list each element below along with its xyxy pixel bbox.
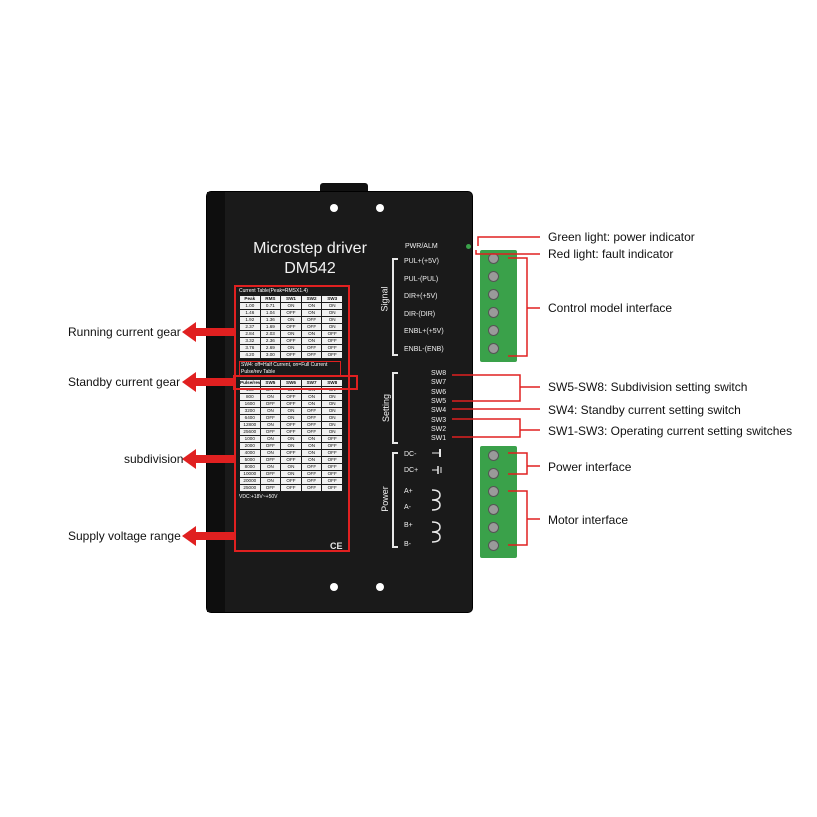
switch-label: SW5 xyxy=(431,397,447,405)
power-pin-label: A+ xyxy=(404,488,413,495)
switch-label: SW1 xyxy=(431,435,447,443)
signal-terminal-screw-icon[interactable] xyxy=(488,271,499,282)
power-terminal-block xyxy=(480,446,517,558)
arrow-standby-icon xyxy=(182,372,236,392)
arrow-supply-icon xyxy=(182,526,236,546)
power-terminal-screw-icon[interactable] xyxy=(488,468,499,479)
mount-hole-top-left xyxy=(330,204,338,212)
switch-label: SW8 xyxy=(431,370,447,377)
coil-b-icon xyxy=(431,521,441,543)
ann-power-interface: Power interface xyxy=(548,460,632,474)
power-pin-label: B+ xyxy=(404,522,413,529)
mount-hole-top-right xyxy=(376,204,384,212)
signal-terminal-block xyxy=(480,250,517,362)
power-terminal-screw-icon[interactable] xyxy=(488,540,499,551)
pwr-alm-label: PWR/ALM xyxy=(405,243,438,250)
power-terminal-screw-icon[interactable] xyxy=(488,504,499,515)
power-pin-label: A- xyxy=(404,504,411,511)
driver-title: Microstep driver xyxy=(253,240,367,257)
mount-hole-bottom-right xyxy=(376,583,384,591)
mount-hole-bottom-left xyxy=(330,583,338,591)
signal-pin-label: DIR-(DIR) xyxy=(404,310,436,318)
arrow-running-icon xyxy=(182,322,236,342)
left-arrows xyxy=(182,322,236,546)
ann-green-light: Green light: power indicator xyxy=(548,230,695,244)
power-pin-label: B- xyxy=(404,541,411,548)
power-terminal-screw-icon[interactable] xyxy=(488,486,499,497)
signal-pin-label: PUL-(PUL) xyxy=(404,275,439,283)
dc-symbols xyxy=(432,449,442,474)
ann-red-light: Red light: fault indicator xyxy=(548,247,674,261)
ann-control-interface: Control model interface xyxy=(548,301,673,315)
power-led xyxy=(466,244,471,249)
power-terminal-screw-icon[interactable] xyxy=(488,522,499,533)
power-bracket xyxy=(392,452,398,548)
ann-standby-current: Standby current gear xyxy=(68,375,181,389)
signal-pin-label: DIR+(+5V) xyxy=(404,293,438,301)
power-terminal-screw-icon[interactable] xyxy=(488,450,499,461)
signal-pin-label: PUL+(+5V) xyxy=(404,258,440,265)
ann-running-current: Running current gear xyxy=(68,325,181,339)
setting-bracket xyxy=(392,372,398,444)
arrow-subdivision-icon xyxy=(182,449,236,469)
switch-label: SW2 xyxy=(431,425,447,433)
ce-mark: CE xyxy=(330,541,343,551)
ann-subdivision: subdivision xyxy=(124,452,184,466)
signal-pin-label: ENBL-(ENB) xyxy=(404,346,444,353)
pulse-table-cell: OFF xyxy=(321,484,343,492)
switch-label: SW4 xyxy=(431,407,447,415)
signal-terminal-screw-icon[interactable] xyxy=(488,343,499,354)
ann-supply-voltage: Supply voltage range xyxy=(68,529,181,543)
switch-label: SW7 xyxy=(431,379,447,387)
motor-coil-symbols xyxy=(431,489,441,543)
switch-label: SW3 xyxy=(431,416,447,424)
switch-label: SW6 xyxy=(431,388,447,396)
power-pin-label: DC- xyxy=(404,451,417,458)
vdc-range: VDC:+18V~+50V xyxy=(239,494,278,500)
signal-terminal-screw-icon[interactable] xyxy=(488,307,499,318)
driver-model: DM542 xyxy=(284,260,336,277)
ann-sw5-sw8: SW5-SW8: Subdivision setting switch xyxy=(548,380,748,394)
ann-motor-interface: Motor interface xyxy=(548,513,629,527)
signal-terminal-screw-icon[interactable] xyxy=(488,325,499,336)
current-table-caption: Current Table(Peak=RMSX1.4) xyxy=(239,288,308,294)
ann-sw1-sw3: SW1-SW3: Operating current setting switc… xyxy=(548,424,793,438)
pulse-table-caption: Pulse/rev Table xyxy=(241,369,276,375)
current-table-cell: OFF xyxy=(321,351,343,359)
driver-side-edge xyxy=(207,192,225,612)
power-pin-label: DC+ xyxy=(404,467,419,474)
signal-terminal-screw-icon[interactable] xyxy=(488,289,499,300)
sw4-note-text: SW4: off=Half Current, on=Full Current xyxy=(241,362,328,368)
signal-bracket xyxy=(392,258,398,356)
coil-a-icon xyxy=(431,489,441,511)
signal-pin-label: ENBL+(+5V) xyxy=(404,328,444,336)
ann-sw4: SW4: Standby current setting switch xyxy=(548,403,741,417)
